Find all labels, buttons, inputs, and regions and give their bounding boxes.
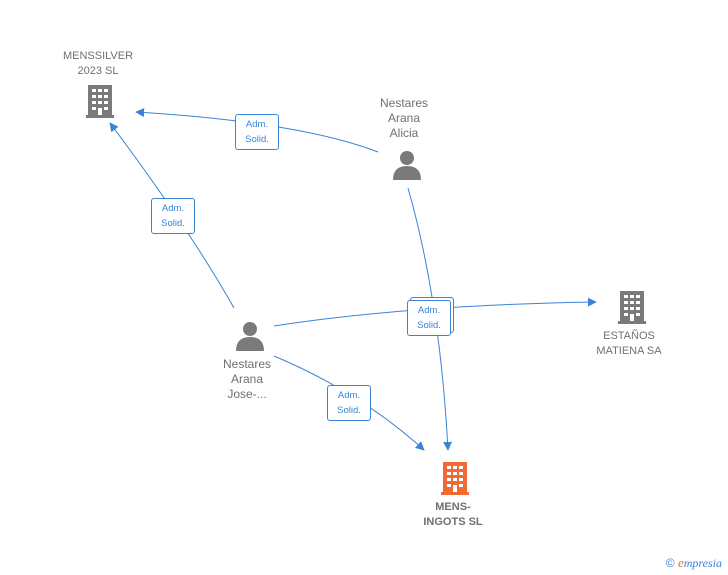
alicia-label[interactable]: Nestares Arana Alicia: [364, 96, 444, 141]
mensingots-label[interactable]: MENS- INGOTS SL: [403, 500, 503, 530]
menssilver-label-line-1: MENSSILVER: [62, 50, 134, 62]
edge-label-line-1: Adm.: [161, 203, 185, 214]
edge-label-line-2: Solid.: [417, 320, 441, 331]
estanos-label[interactable]: ESTAÑOS MATIENA SA: [579, 329, 679, 359]
brand-logo-first: e: [677, 555, 684, 570]
mensingots-label-line-1: MENS-: [435, 501, 471, 513]
edge-label-center-stack[interactable]: Adm. Solid.: [407, 300, 451, 336]
jose-label-line-1: Nestares: [222, 357, 272, 371]
edge-label-line-2: Solid.: [245, 134, 269, 145]
jose-person-icon[interactable]: [236, 322, 264, 351]
jose-label[interactable]: Nestares Arana Jose-...: [207, 357, 287, 402]
menssilver-label[interactable]: MENSSILVER 2023 SL: [48, 49, 148, 79]
jose-label-line-3: Jose-...: [227, 387, 267, 401]
copyright-symbol: ©: [665, 556, 675, 570]
mensingots-label-line-2: INGOTS SL: [423, 516, 483, 528]
edge-label-jose-menssilver[interactable]: Adm. Solid.: [151, 198, 195, 234]
estanos-label-line-2: MATIENA SA: [596, 345, 662, 357]
edge-label-line-1: Adm.: [417, 305, 441, 316]
brand-logo-rest: mpresia: [683, 556, 722, 570]
edge-label-jose-mensingots[interactable]: Adm. Solid.: [327, 385, 371, 421]
estanos-building-icon[interactable]: [618, 291, 646, 324]
menssilver-label-line-2: 2023 SL: [77, 65, 119, 77]
alicia-label-line-2: Arana: [387, 111, 421, 125]
alicia-person-icon[interactable]: [393, 151, 421, 180]
estanos-label-line-1: ESTAÑOS: [603, 330, 655, 342]
menssilver-building-icon[interactable]: [86, 85, 114, 118]
alicia-label-line-1: Nestares: [379, 96, 429, 110]
copyright-footer: © empresia: [666, 555, 722, 571]
mensingots-building-icon[interactable]: [441, 462, 469, 495]
edge-label-line-1: Adm.: [337, 390, 361, 401]
jose-label-line-2: Arana: [230, 372, 264, 386]
alicia-label-line-3: Alicia: [389, 126, 419, 140]
edge-label-line-2: Solid.: [161, 218, 185, 229]
edge-label-line-1: Adm.: [245, 119, 269, 130]
edge-label-line-2: Solid.: [337, 405, 361, 416]
edge-label-alicia-menssilver[interactable]: Adm. Solid.: [235, 114, 279, 150]
